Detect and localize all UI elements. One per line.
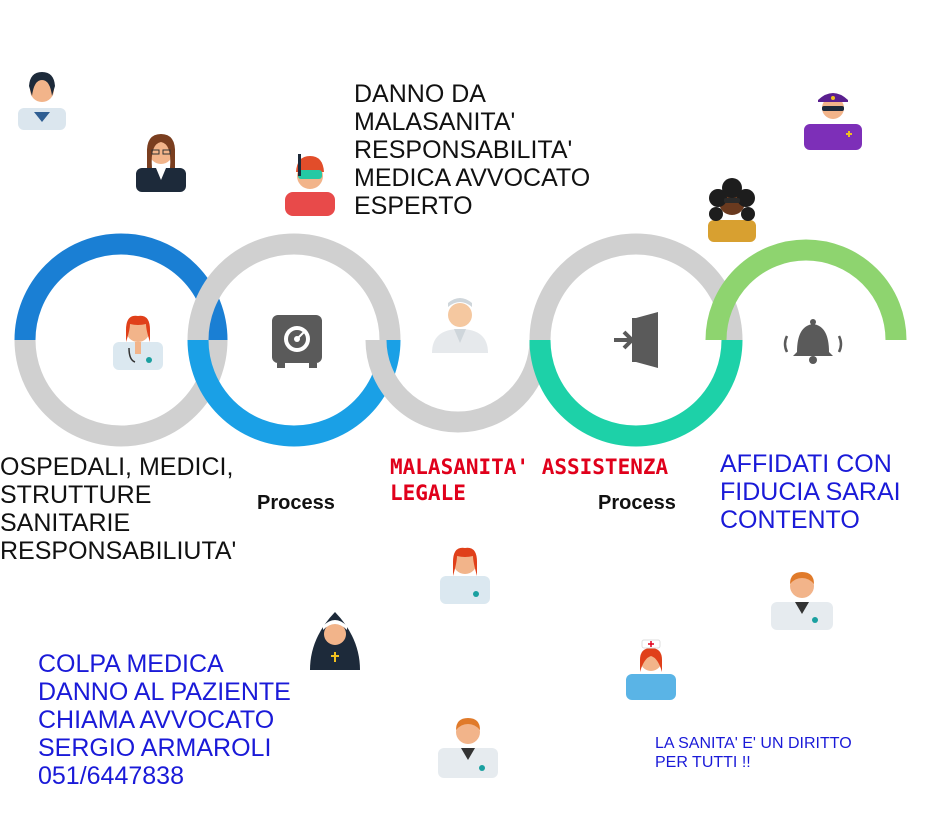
footer-slogan-line-2: PER TUTTI !! [655,754,751,771]
doctor-male-icon [771,572,833,630]
process-label-2: Process [598,492,676,514]
exit-door-icon [614,312,658,368]
ring-5 [705,239,907,341]
woman-hair-bun-icon [18,72,66,130]
pilot-icon [804,93,862,150]
nurse-cap-icon [626,639,676,700]
safe-icon [272,315,322,368]
headline-line-1: DANNO DA [354,80,486,108]
center-caption-line-1: MALASANITA' ASSISTENZA [390,455,669,479]
contact-block: COLPA MEDICA DANNO AL PAZIENTE CHIAMA AV… [38,650,338,790]
left-caption-line-3: SANITARIE [0,509,131,537]
headline: DANNO DA MALASANITA' RESPONSABILITA' MED… [354,80,654,220]
process-label-1: Process [257,492,335,514]
contact-lawyer-name: SERGIO ARMAROLI [38,734,272,762]
left-caption-line-1: OSPEDALI, MEDICI, [0,453,234,481]
doctor-redhead-icon [440,547,490,604]
nun-icon [310,612,360,670]
doctor-male-2-icon [438,718,498,778]
contact-line-2: DANNO AL PAZIENTE [38,678,291,706]
headline-line-3: RESPONSABILITA' [354,136,573,164]
diver-woman-icon [285,154,335,216]
center-caption-line-2: LEGALE [390,481,466,505]
left-caption-line-2: STRUTTURE [0,481,152,509]
contact-line-1: COLPA MEDICA [38,650,224,678]
right-caption-line-2: FIDUCIA SARAI [720,478,901,506]
ring-3 [365,339,551,433]
alarm-bell-icon [783,319,843,364]
headline-line-4: MEDICA AVVOCATO [354,164,591,192]
nurse-icon [432,298,488,353]
footer-slogan-line-1: LA SANITA' E' UN DIRITTO [655,735,852,752]
headline-line-5: ESPERTO [354,192,473,220]
left-caption: OSPEDALI, MEDICI, STRUTTURE SANITARIE RE… [0,453,300,565]
footer-slogan: LA SANITA' E' UN DIRITTO PER TUTTI !! [655,734,915,772]
headline-line-2: MALASANITA' [354,108,516,136]
contact-phone[interactable]: 051/6447838 [38,762,184,790]
right-caption-line-3: CONTENTO [720,506,860,534]
contact-line-3: CHIAMA AVVOCATO [38,706,275,734]
left-caption-line-4: RESPONSABILIUTA' [0,537,237,565]
doctor-female-icon [113,315,163,370]
right-caption-line-1: AFFIDATI CON [720,450,892,478]
center-caption: MALASANITA' ASSISTENZA LEGALE [390,454,680,506]
businesswoman-glasses-icon [136,134,186,192]
right-caption: AFFIDATI CON FIDUCIA SARAI CONTENTO [720,450,930,534]
woman-curly-hair-icon [708,178,756,242]
